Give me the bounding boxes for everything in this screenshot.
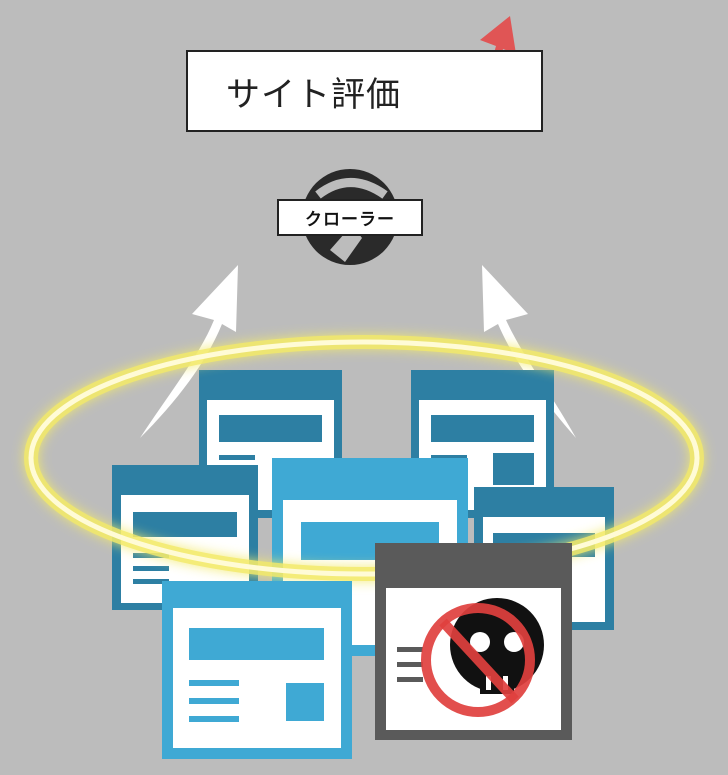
- prohibit-icon: [421, 603, 535, 717]
- web-page-icon-front-left: [162, 581, 352, 759]
- white-curved-up-arrow-icon-right: [482, 265, 576, 438]
- crawler-label-box: クローラー: [277, 199, 423, 236]
- site-evaluation-label-box: サイト評価: [186, 50, 543, 132]
- trend-arrow-icon: [432, 16, 516, 100]
- white-curved-up-arrow-icon-left: [140, 265, 238, 438]
- site-evaluation-label: サイト評価: [226, 74, 401, 115]
- prohibited-malware-page-icon: [375, 543, 572, 740]
- crawler-label: クローラー: [305, 210, 395, 230]
